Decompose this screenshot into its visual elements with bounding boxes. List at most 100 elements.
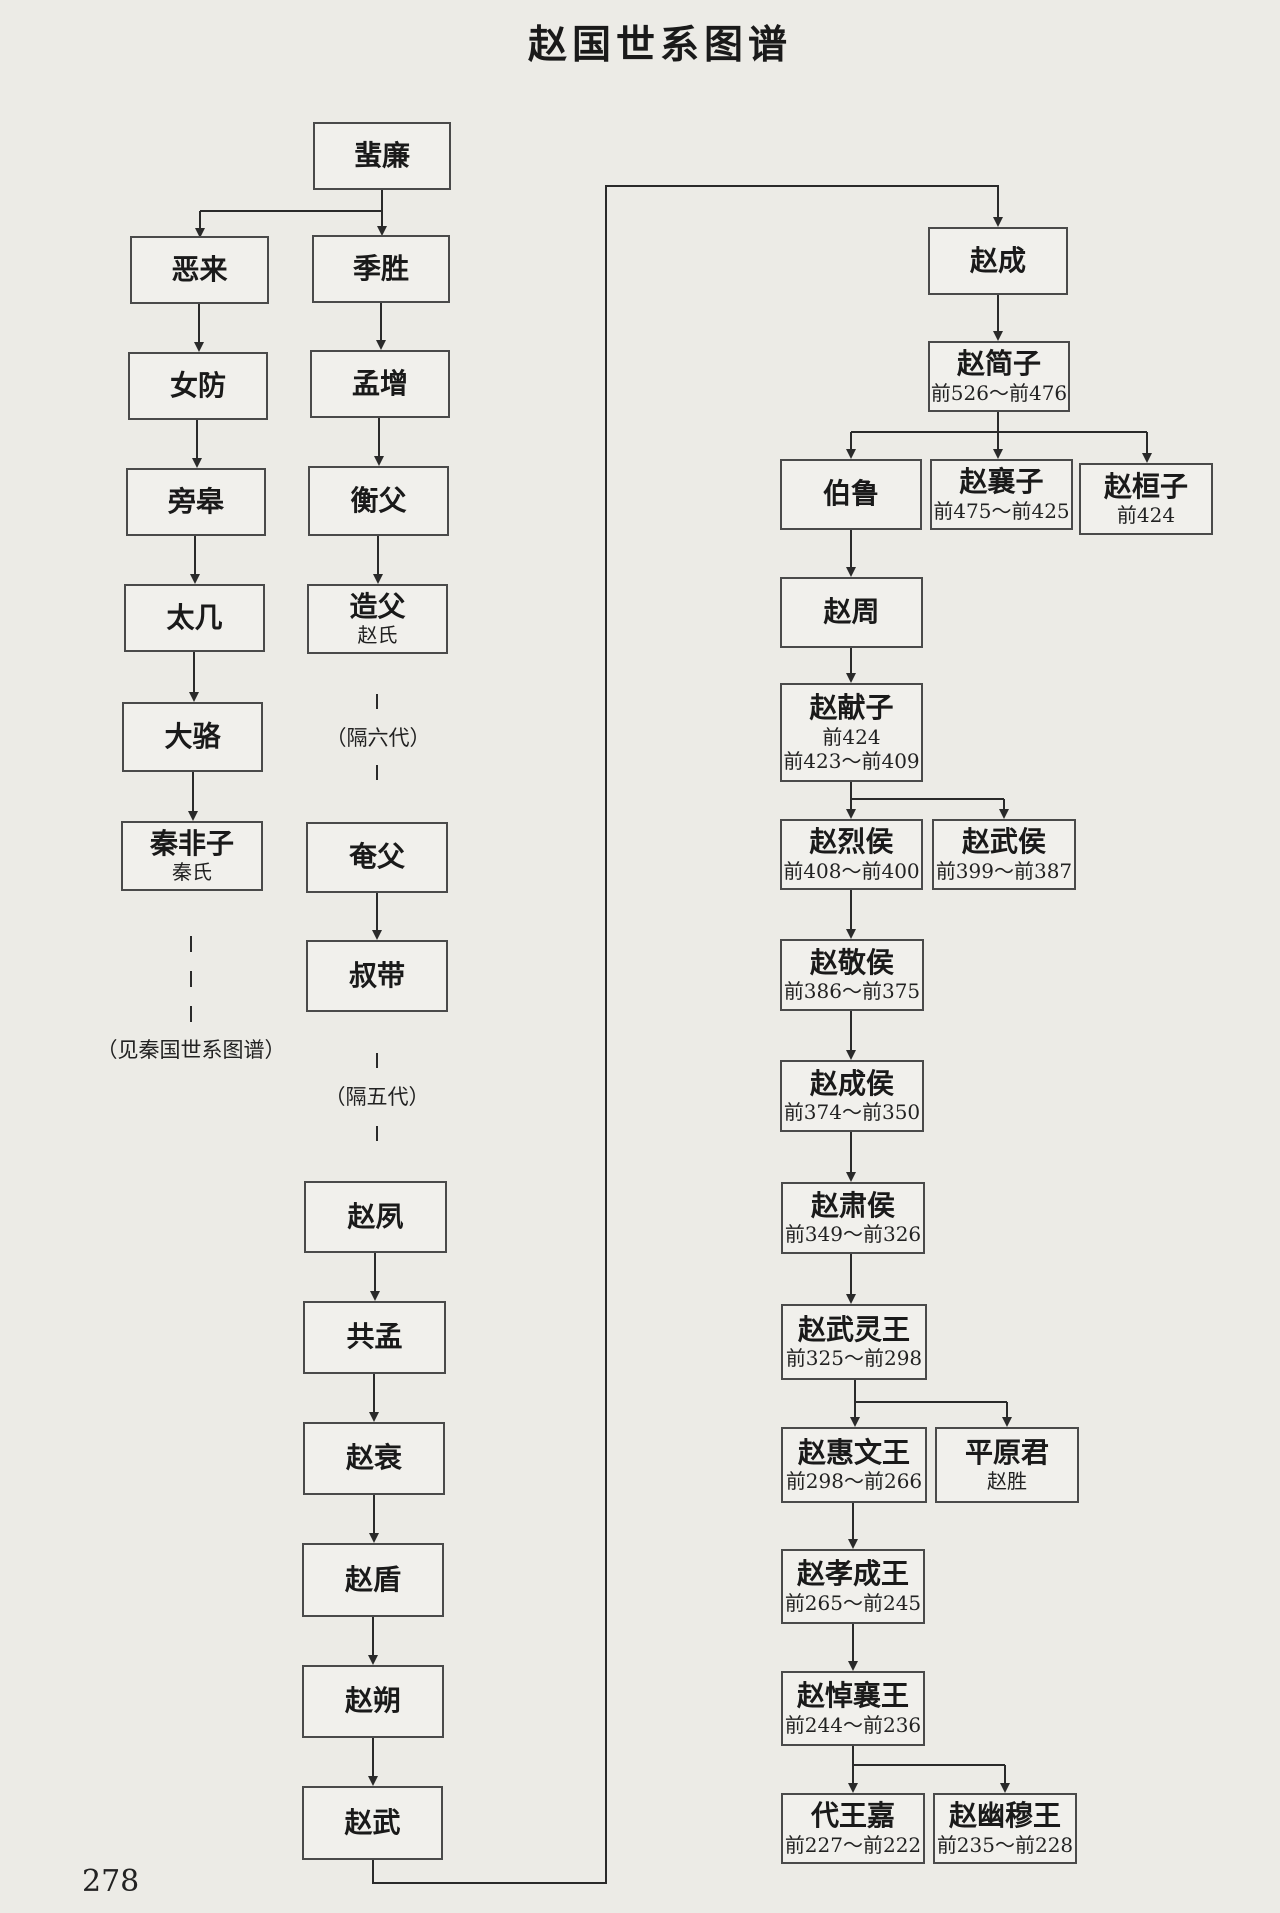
- node-name: 赵周: [823, 595, 880, 629]
- node-mengzeng: 孟增: [310, 350, 450, 418]
- note-gap-five: （隔五代）: [324, 1085, 430, 1109]
- node-name: 赵成侯: [809, 1066, 894, 1100]
- node-name: 女防: [169, 368, 226, 402]
- node-name: 赵武侯: [961, 825, 1046, 859]
- node-huanzi: 赵桓子前424: [1079, 463, 1213, 535]
- node-name: 伯鲁: [822, 477, 879, 511]
- node-name: 衡父: [350, 483, 407, 517]
- node-name: 代王嘉: [810, 1799, 895, 1833]
- note-see-qin: （见秦国世系图谱）: [96, 1038, 286, 1062]
- node-name: 造父: [349, 589, 406, 623]
- node-name: 赵烈侯: [809, 825, 894, 859]
- node-name: 共孟: [346, 1320, 403, 1354]
- node-shudai: 叔带: [306, 940, 448, 1012]
- node-sub: 前227～前222: [784, 1832, 922, 1857]
- node-name: 平原君: [964, 1435, 1049, 1469]
- node-daluo: 大骆: [122, 702, 263, 772]
- node-sub: 前424: [1116, 503, 1176, 528]
- node-jianzi: 赵简子前526～前476: [928, 341, 1070, 412]
- page-title: 赵国世系图谱: [527, 22, 792, 68]
- node-xiangzi: 赵襄子前475～前425: [930, 459, 1073, 530]
- node-name: 赵襄子: [959, 465, 1044, 499]
- node-sub: 前298～前266: [785, 1469, 923, 1494]
- node-name: 季胜: [352, 251, 409, 285]
- node-zhaoshu: 赵夙: [304, 1181, 447, 1253]
- node-wulingwang: 赵武灵王前325～前298: [781, 1304, 927, 1380]
- node-name: 蜚廉: [353, 138, 410, 172]
- node-sub: 赵胜: [987, 1469, 1027, 1494]
- node-feilian: 蜚廉: [313, 122, 451, 190]
- node-sub: 前408～前400: [783, 858, 920, 883]
- node-sub: 前235～前228: [936, 1832, 1074, 1857]
- node-name: 赵朔: [344, 1684, 401, 1718]
- node-huiwenwang: 赵惠文王前298～前266: [781, 1427, 927, 1503]
- node-name: 赵孝成王: [796, 1557, 909, 1591]
- node-name: 赵夙: [347, 1199, 404, 1233]
- node-sub: 前265～前245: [784, 1590, 922, 1615]
- node-name: 赵惠文王: [797, 1435, 910, 1469]
- node-sub: 前399～前387: [935, 858, 1073, 883]
- node-sub: 前386～前375: [783, 979, 921, 1004]
- node-zhaoshuo: 赵朔: [302, 1665, 444, 1738]
- node-chenghou: 赵成侯前374～前350: [780, 1060, 924, 1132]
- node-name: 赵悼襄王: [796, 1679, 909, 1713]
- node-elai: 恶来: [130, 236, 269, 304]
- node-sub: 前526～前476: [930, 380, 1068, 405]
- node-zhaocui: 赵衰: [303, 1422, 445, 1495]
- node-sub: 前325～前298: [785, 1346, 923, 1371]
- node-jinghou: 赵敬侯前386～前375: [780, 939, 924, 1011]
- node-jisheng: 季胜: [312, 235, 450, 303]
- node-name: 赵成: [969, 243, 1026, 277]
- node-sub: 赵氏: [357, 623, 398, 648]
- node-nvfang: 女防: [128, 352, 268, 420]
- node-gongmeng: 共孟: [303, 1301, 446, 1374]
- node-name: 赵献子: [809, 691, 894, 725]
- node-name: 太几: [166, 600, 223, 634]
- node-liehou: 赵烈侯前408～前400: [780, 819, 923, 890]
- node-name: 恶来: [171, 252, 228, 286]
- node-sub: 前424: [822, 724, 881, 749]
- node-name: 赵衰: [345, 1441, 402, 1475]
- node-taiji: 太几: [124, 584, 265, 652]
- node-name: 旁皋: [167, 484, 224, 518]
- node-name: 孟增: [351, 366, 408, 400]
- note-gap-six: （隔六代）: [325, 726, 431, 750]
- node-name: 秦非子: [149, 826, 234, 860]
- node-suhou: 赵肃侯前349～前326: [781, 1182, 925, 1254]
- node-name: 赵敬侯: [809, 945, 894, 979]
- node-name: 赵盾: [344, 1562, 401, 1596]
- node-name: 赵肃侯: [810, 1188, 895, 1222]
- node-name: 赵简子: [956, 347, 1041, 381]
- node-sub-2: 前423～前409: [783, 748, 920, 773]
- node-name: 叔带: [348, 958, 405, 992]
- node-pingyuanjun: 平原君赵胜: [935, 1427, 1079, 1503]
- node-panggao: 旁皋: [126, 468, 266, 536]
- node-zhaozhou: 赵周: [780, 577, 923, 648]
- node-sub: 前244～前236: [784, 1712, 922, 1737]
- node-bolu: 伯鲁: [780, 459, 922, 530]
- node-daoxiangwang: 赵悼襄王前244～前236: [781, 1671, 925, 1746]
- node-sub: 前475～前425: [933, 498, 1070, 523]
- node-zhaodun: 赵盾: [302, 1543, 444, 1617]
- node-name: 奄父: [348, 840, 405, 874]
- node-hengfu: 衡父: [308, 466, 449, 536]
- node-name: 赵桓子: [1103, 469, 1188, 503]
- node-sub: 前349～前326: [784, 1222, 922, 1247]
- node-zhaocheng: 赵成: [928, 227, 1068, 295]
- node-name: 赵武灵王: [797, 1312, 910, 1346]
- node-youmuwang: 赵幽穆王前235～前228: [933, 1793, 1077, 1864]
- node-sub: 秦氏: [172, 860, 212, 885]
- node-qinfeizi: 秦非子秦氏: [121, 821, 263, 891]
- node-daiwangjia: 代王嘉前227～前222: [781, 1793, 925, 1864]
- node-zhaowu: 赵武: [302, 1786, 443, 1860]
- node-xiaochengwang: 赵孝成王前265～前245: [781, 1549, 925, 1624]
- node-name: 赵武: [344, 1805, 401, 1839]
- node-zaofu: 造父赵氏: [307, 584, 448, 654]
- node-wuhou: 赵武侯前399～前387: [932, 819, 1076, 890]
- node-name: 赵幽穆王: [948, 1799, 1061, 1833]
- node-sub: 前374～前350: [783, 1100, 921, 1125]
- node-yanfu: 奄父: [306, 822, 448, 893]
- page-number: 278: [82, 1864, 140, 1899]
